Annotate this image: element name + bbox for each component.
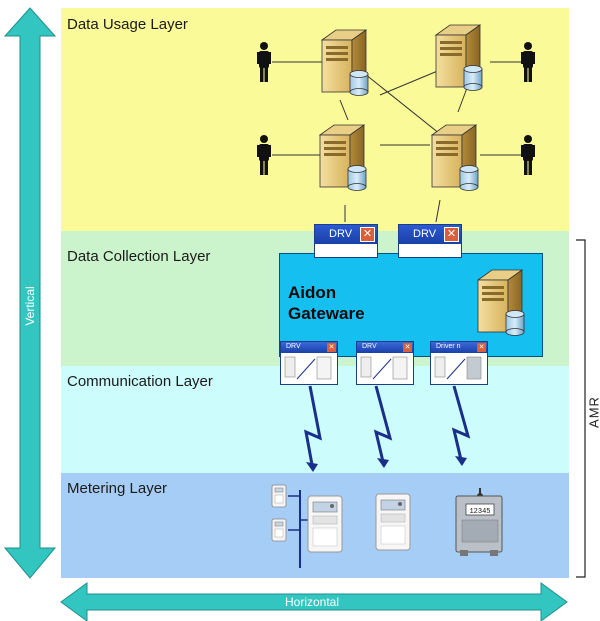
meter-preview-icon — [360, 356, 408, 380]
close-icon[interactable]: ✕ — [327, 343, 336, 352]
meter-preview-icon — [284, 356, 332, 380]
drv-title: DRV — [413, 228, 437, 240]
vertical-axis-label: Vertical — [23, 286, 37, 326]
vertical-arrow — [3, 7, 57, 579]
communication-layer-label: Communication Layer — [67, 373, 213, 390]
person-icon — [257, 135, 271, 175]
driver-window[interactable]: DRV ✕ — [356, 341, 414, 385]
gateway-label: Aidon Gateware — [288, 283, 365, 323]
drv-window[interactable]: DRV ✕ — [314, 224, 378, 258]
server-icon — [319, 124, 367, 191]
close-icon[interactable]: ✕ — [403, 343, 412, 352]
small-meter-icon — [271, 518, 287, 542]
person-icon — [521, 42, 535, 82]
data-collection-layer-label: Data Collection Layer — [67, 248, 211, 265]
gas-meter-icon: 12345 — [455, 488, 503, 556]
driver-titlebar: Driver n ✕ — [431, 342, 487, 353]
communication-links — [304, 385, 471, 471]
person-icon — [521, 135, 535, 175]
meter-preview-icon — [434, 356, 482, 380]
drv-titlebar: DRV ✕ — [315, 225, 377, 244]
drv-title: DRV — [329, 228, 353, 240]
server-icon — [321, 29, 369, 96]
driver-title: DRV — [286, 343, 301, 350]
amr-label: AMR — [586, 396, 600, 428]
close-icon[interactable]: ✕ — [444, 227, 459, 242]
horizontal-arrow — [60, 582, 568, 621]
driver-window[interactable]: Driver n ✕ — [430, 341, 488, 385]
driver-titlebar: DRV ✕ — [357, 342, 413, 353]
close-icon[interactable]: ✕ — [360, 227, 375, 242]
close-icon[interactable]: ✕ — [477, 343, 486, 352]
driver-titlebar: DRV ✕ — [281, 342, 337, 353]
small-meter-icon — [271, 484, 287, 508]
server-icon — [431, 124, 479, 191]
metering-layer-label: Metering Layer — [67, 480, 168, 497]
server-connections — [272, 61, 522, 223]
drv-titlebar: DRV ✕ — [399, 225, 461, 244]
driver-title: DRV — [362, 343, 377, 350]
electricity-meter-icon — [375, 493, 411, 551]
gateway-server-icon — [477, 269, 525, 336]
drv-window[interactable]: DRV ✕ — [398, 224, 462, 258]
horizontal-axis-label: Horizontal — [284, 595, 340, 609]
server-icon — [435, 24, 483, 91]
data-usage-layer-label: Data Usage Layer — [67, 16, 188, 33]
driver-window[interactable]: DRV ✕ — [280, 341, 338, 385]
amr-bracket — [576, 239, 586, 578]
data-usage-layer: Data Usage Layer — [61, 8, 569, 231]
person-icon — [257, 42, 271, 82]
electricity-meter-icon — [307, 495, 343, 553]
driver-title: Driver n — [436, 343, 461, 350]
gas-meter-display: 12345 — [469, 508, 490, 516]
